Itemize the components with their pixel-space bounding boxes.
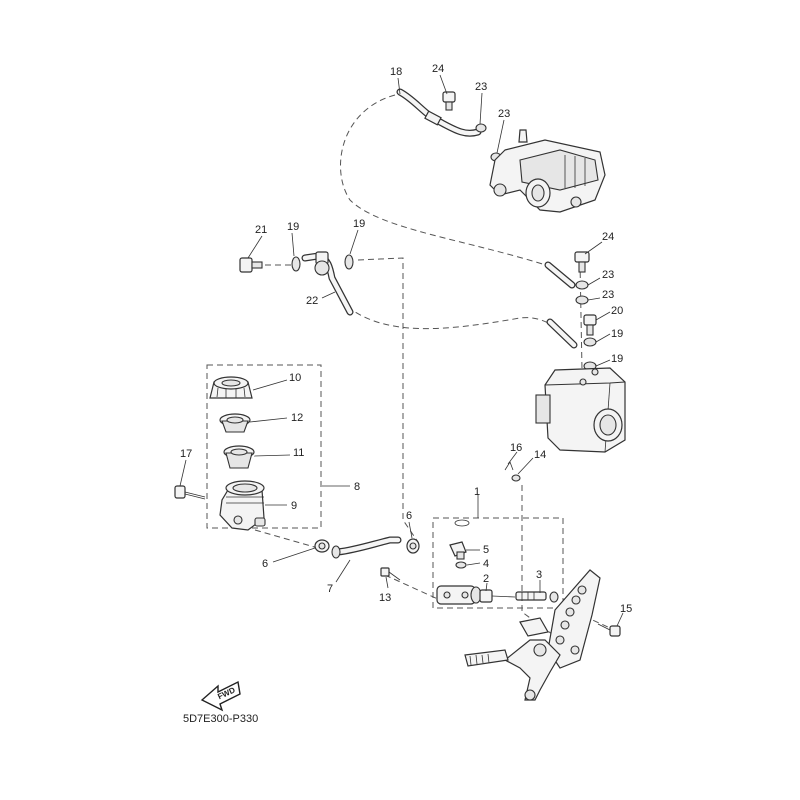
reservoir-group-box [206, 364, 322, 529]
label-6-left: 6 [262, 558, 268, 570]
piston-kit-2 [479, 589, 516, 603]
figure-code: 5D7E300-P330 [183, 713, 258, 725]
label-2: 2 [483, 573, 489, 585]
label-3: 3 [536, 569, 542, 581]
routing-line-reservoir-hose [357, 257, 419, 543]
gasket-23-upper-a [475, 123, 487, 133]
label-22: 22 [306, 295, 318, 307]
routing-line-brake-hose-lower [339, 299, 576, 346]
bolt-21 [239, 257, 263, 273]
label-23-lower-a: 23 [602, 269, 614, 281]
gasket-23-lower-b [575, 295, 589, 305]
hose-7 [331, 536, 402, 559]
bolt-17 [174, 485, 206, 500]
union-bolt-20 [583, 314, 597, 336]
master-cylinder-body [436, 585, 482, 605]
leader-lines [179, 74, 624, 627]
routing-line-to-master [254, 529, 319, 549]
label-19-d: 19 [611, 353, 623, 365]
label-19-c: 19 [611, 328, 623, 340]
reservoir-tank-9 [219, 480, 266, 531]
hydraulic-unit [535, 367, 626, 453]
rear-brake-caliper [489, 129, 606, 213]
label-6-right: 6 [406, 510, 412, 522]
brake-pedal [464, 617, 561, 701]
master-cylinder-group-box [432, 517, 564, 609]
hose-clip-6-right [406, 538, 420, 554]
label-19-a: 19 [287, 221, 299, 233]
bolt-13 [380, 567, 401, 581]
label-20: 20 [611, 305, 623, 317]
label-1: 1 [474, 486, 480, 498]
routing-line-brake-hose-upper [339, 94, 556, 269]
reservoir-cap-10 [209, 376, 253, 399]
circlip-top [454, 519, 470, 527]
label-24-lower: 24 [602, 231, 614, 243]
hose-clip-6-left [314, 539, 330, 553]
label-8: 8 [354, 481, 360, 493]
label-24-upper: 24 [432, 63, 444, 75]
label-5: 5 [483, 544, 489, 556]
gasket-23-lower-a [575, 280, 589, 290]
label-13: 13 [379, 592, 391, 604]
label-23-lower-b: 23 [602, 289, 614, 301]
diaphragm-plate-12 [219, 413, 251, 433]
fwd-arrow-icon: FWD [200, 680, 241, 712]
gasket-19-c [583, 337, 597, 347]
label-10: 10 [289, 372, 301, 384]
label-23-upper-b: 23 [498, 108, 510, 120]
label-18: 18 [390, 66, 402, 78]
union-bolt-24-upper [442, 91, 456, 111]
gasket-19-a [291, 256, 301, 272]
label-14: 14 [534, 449, 546, 461]
diaphragm-11 [223, 445, 255, 469]
union-bolt-24-lower [574, 251, 590, 273]
routing-line-bolt-13 [384, 574, 441, 601]
push-rod-3 [515, 591, 559, 603]
o-ring-4 [455, 561, 467, 569]
routing-line-bolt-15 [574, 611, 611, 629]
label-21: 21 [255, 224, 267, 236]
brake-hose-18 [396, 88, 482, 137]
label-11: 11 [293, 447, 304, 459]
brake-hose-lower-fittings [544, 261, 578, 349]
routing-line-union-bolts [579, 261, 583, 371]
reservoir-hose-22 [301, 251, 354, 316]
label-4: 4 [483, 558, 489, 570]
label-16: 16 [510, 442, 522, 454]
bolt-15 [597, 623, 621, 637]
gasket-19-b [344, 254, 354, 270]
label-23-upper-a: 23 [475, 81, 487, 93]
washer-14 [511, 474, 521, 482]
routing-line-pushrod [521, 485, 561, 641]
label-19-b: 19 [353, 218, 365, 230]
hose-joint-5 [449, 541, 467, 560]
label-7: 7 [327, 583, 333, 595]
label-12: 12 [291, 412, 303, 424]
label-15: 15 [620, 603, 632, 615]
label-9: 9 [291, 500, 297, 512]
label-17: 17 [180, 448, 192, 460]
